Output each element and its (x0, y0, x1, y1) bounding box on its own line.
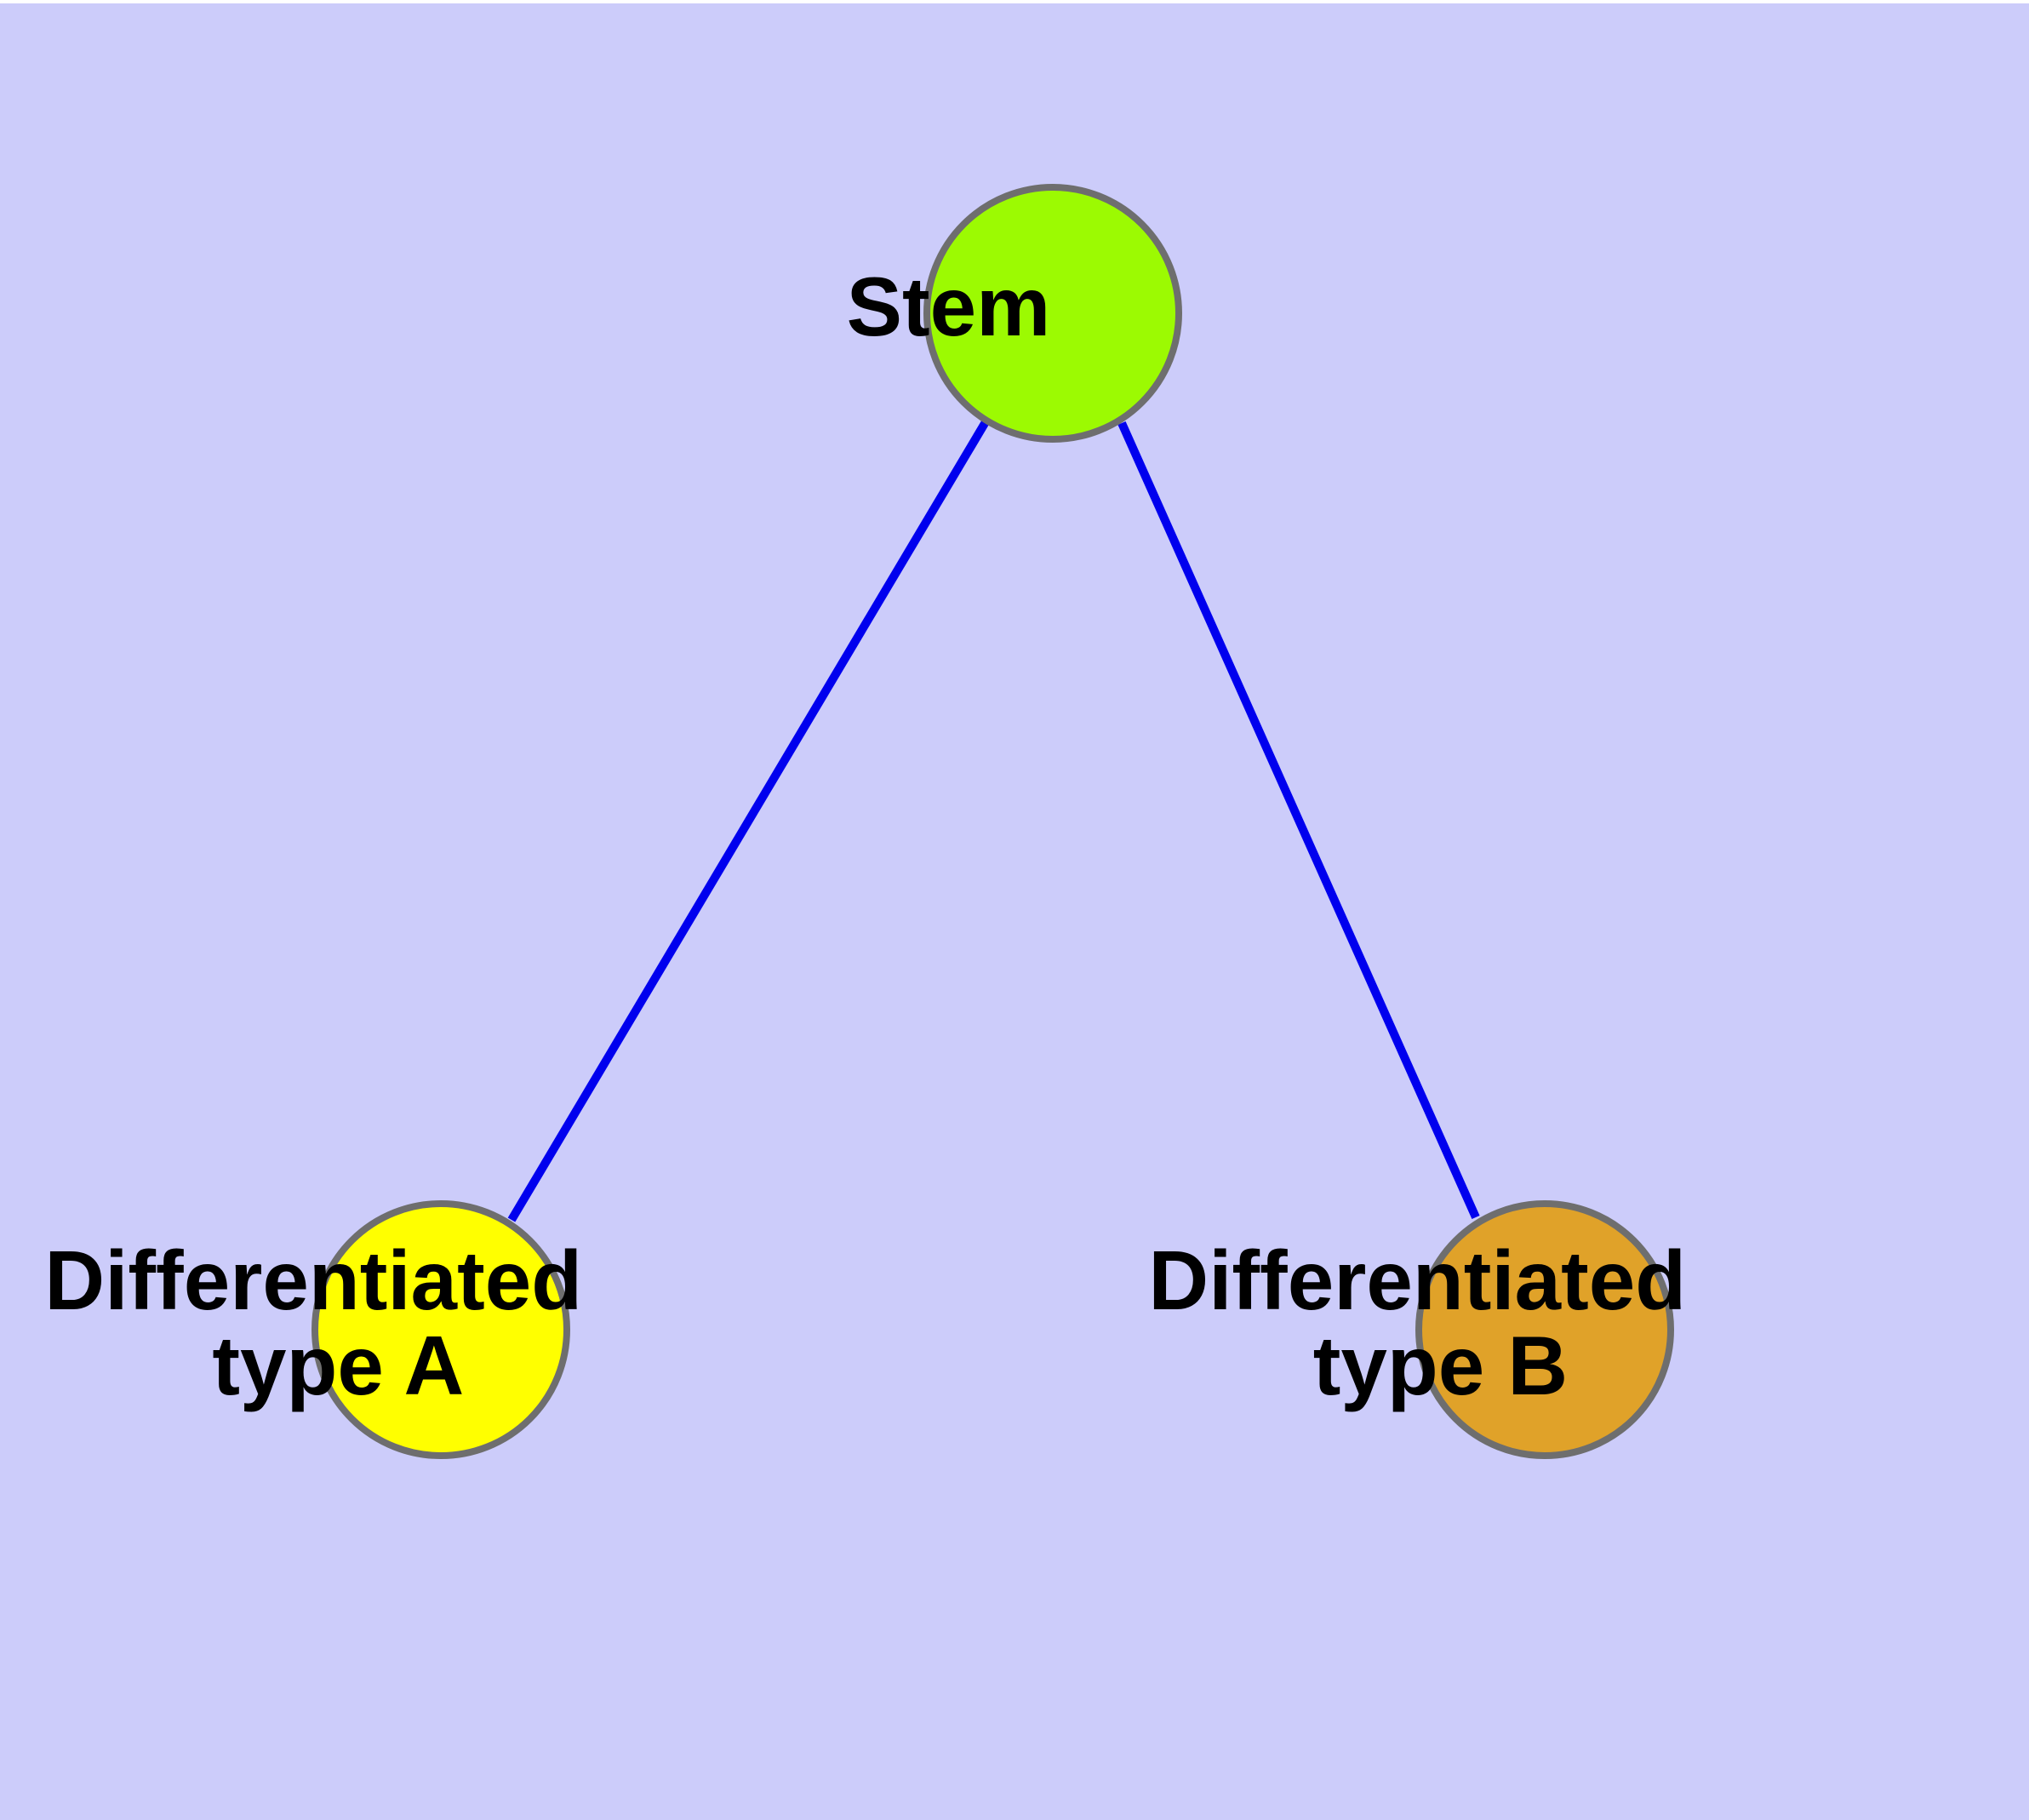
node-diff-b[interactable]: Differentiated type B (1148, 1200, 1940, 1459)
edge-stem-to-diff-b[interactable] (1117, 421, 1480, 1220)
node-diff-b-label-line-1: Differentiated (1148, 1233, 1686, 1327)
node-stem-label: Stem (847, 260, 1260, 353)
node-diff-a-circle[interactable] (311, 1200, 570, 1459)
node-diff-b-label-line-2: type B (1313, 1319, 1569, 1412)
node-layer: Stem Differentiated type A Differentiate… (44, 184, 1940, 1459)
node-stem[interactable]: Stem (847, 184, 1260, 443)
node-diff-a-label: Differentiated type A (44, 1233, 837, 1412)
edge-layer (507, 418, 1480, 1222)
node-diff-b-label: Differentiated type B (1148, 1233, 1940, 1412)
node-diff-a-label-line-1: Differentiated (44, 1233, 582, 1327)
edge-stem-to-diff-a[interactable] (507, 418, 991, 1222)
node-diff-a-label-line-2: type A (212, 1319, 462, 1412)
node-diff-b-circle[interactable] (1415, 1200, 1674, 1459)
node-stem-label-line-1: Stem (847, 260, 1051, 353)
node-diff-a[interactable]: Differentiated type A (44, 1200, 837, 1459)
node-stem-circle[interactable] (923, 184, 1182, 443)
